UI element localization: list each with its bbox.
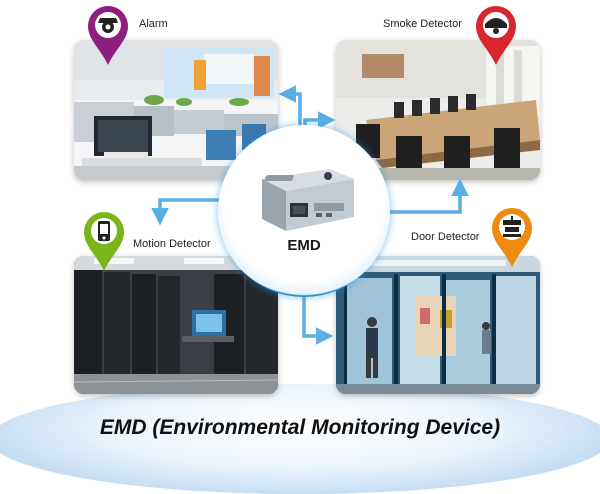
door-sensor-icon	[492, 208, 532, 267]
motion-detector-label: Motion Detector	[133, 238, 211, 250]
emd-label: EMD	[287, 237, 321, 254]
caption: EMD (Environmental Monitoring Device)	[99, 416, 501, 439]
smoke-pin	[474, 4, 518, 66]
door-pin	[490, 206, 534, 268]
server-room-photo	[74, 256, 278, 394]
smoke-detector-icon	[476, 6, 516, 65]
motion-sensor-icon	[84, 212, 124, 271]
arrow-to-smoke-right	[388, 178, 469, 214]
door-detector-label: Door Detector	[411, 231, 480, 243]
alarm-camera-icon	[88, 6, 128, 65]
alarm-label: Alarm	[139, 18, 168, 30]
glass-door-photo	[336, 256, 540, 394]
smoke-detector-label: Smoke Detector	[383, 18, 462, 30]
emd-hub: EMD	[218, 125, 390, 297]
emd-device-icon	[262, 169, 354, 231]
alarm-pin	[86, 4, 130, 66]
diagram-stage: EMD (Environmental Monitoring Device)	[0, 4, 600, 494]
motion-pin	[82, 210, 126, 272]
arrow-to-door	[302, 296, 334, 345]
conference-room-photo	[336, 40, 540, 180]
office-photo	[74, 40, 278, 180]
